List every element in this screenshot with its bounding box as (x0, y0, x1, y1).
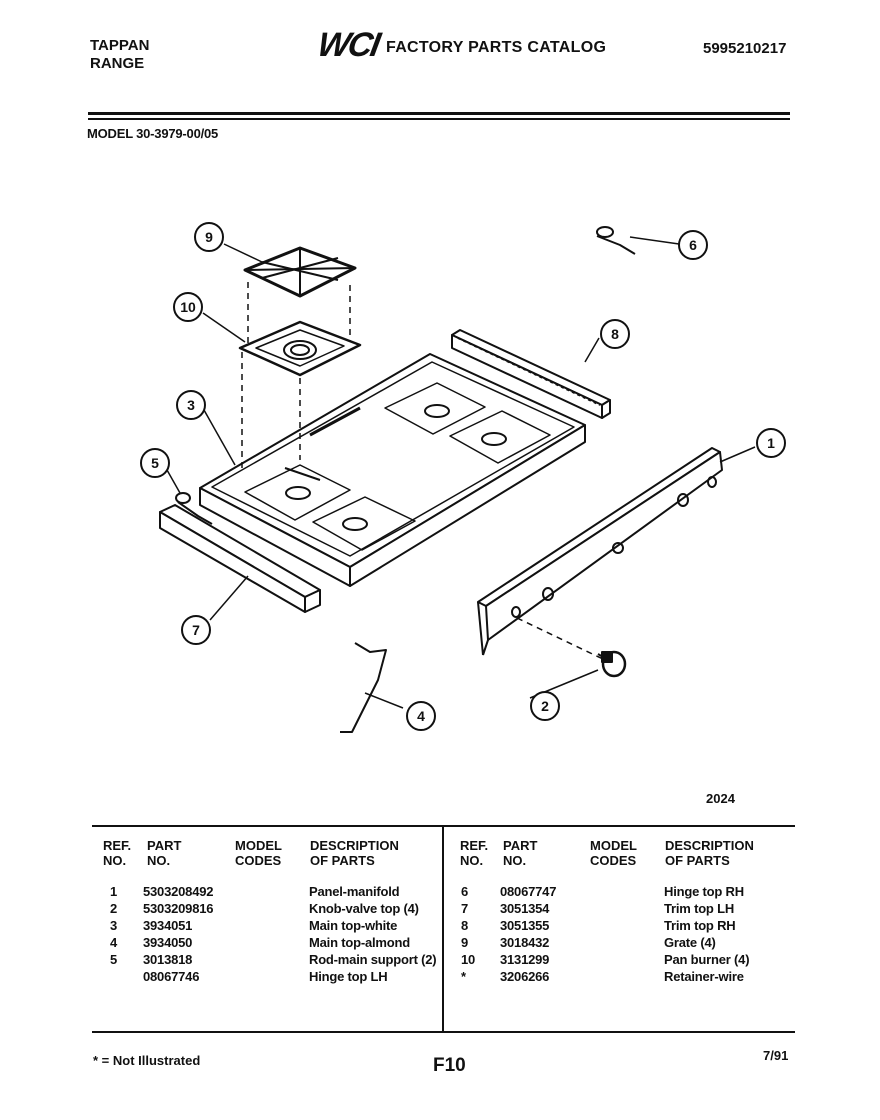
table-cell: 3206266 (500, 969, 550, 984)
callout-4 (406, 701, 436, 731)
table-cell: Panel-manifold (309, 884, 400, 899)
page-number: F10 (433, 1055, 466, 1076)
table-cell: 3934051 (143, 918, 193, 933)
figure-number: 2024 (706, 791, 735, 806)
table-cell: 5 (110, 952, 118, 967)
table-cell: Pan burner (4) (664, 952, 750, 967)
table-cell: Retainer-wire (664, 969, 744, 984)
hinge-rh-part (596, 226, 636, 255)
table-cell: 08067746 (143, 969, 200, 984)
left-ref-column: 1 2 3 4 5 (110, 883, 134, 968)
table-cell: Main top-almond (309, 935, 410, 950)
catalog-number: 5995210217 (703, 40, 787, 57)
table-cell: Rod-main support (2) (309, 952, 437, 967)
callout-label-5: 5 (151, 455, 159, 471)
header-ref-right: REF.NO. (460, 838, 489, 868)
callout-9 (194, 222, 224, 252)
product-label: RANGE (90, 55, 145, 72)
table-cell: 3131299 (500, 952, 550, 967)
table-cell: Trim top LH (664, 901, 735, 916)
table-divider (442, 827, 444, 1032)
callout-2 (530, 691, 560, 721)
callout-8 (600, 319, 630, 349)
table-cell: Knob-valve top (4) (309, 901, 419, 916)
table-cell: 3051355 (500, 918, 550, 933)
table-cell: Grate (4) (664, 935, 716, 950)
header-rule-bottom (88, 118, 790, 120)
table-cell: 3 (110, 918, 118, 933)
table-cell: 08067747 (500, 884, 557, 899)
trim-top-rh-part (451, 329, 611, 419)
right-part-column: 08067747 3051354 3051355 3018432 3131299… (500, 883, 556, 985)
header-rule-top (88, 112, 790, 115)
revision-date: 7/91 (763, 1048, 789, 1063)
hinge-lh-part (175, 492, 213, 525)
table-cell: 10 (461, 952, 476, 967)
table-cell: Trim top RH (664, 918, 736, 933)
table-cell: 9 (461, 935, 469, 950)
not-illustrated-note: * = Not Illustrated (93, 1053, 201, 1068)
grate-part (243, 246, 357, 298)
table-cell: 1 (110, 884, 118, 899)
table-cell: 7 (461, 901, 469, 916)
table-cell: 3934050 (143, 935, 193, 950)
table-cell: 2 (110, 901, 118, 916)
table-rule-top (92, 825, 795, 827)
callout-3 (176, 390, 206, 420)
table-cell: 3018432 (500, 935, 550, 950)
right-ref-column: 6 7 8 9 10 * (461, 883, 475, 985)
callout-label-7: 7 (192, 622, 200, 638)
table-cell: 5303208492 (143, 884, 214, 899)
rod-part (340, 642, 387, 733)
callout-label-6: 6 (689, 237, 697, 253)
header-ref-left: REF.NO. (103, 838, 132, 868)
callout-label-10: 10 (180, 299, 196, 315)
main-top-part (199, 353, 586, 587)
callout-1 (756, 428, 786, 458)
right-desc-column: Hinge top RH Trim top LH Trim top RH Gra… (664, 883, 750, 985)
callout-label-3: 3 (187, 397, 195, 413)
callout-10 (173, 292, 203, 322)
table-cell: 3013818 (143, 952, 193, 967)
table-cell: Hinge top RH (664, 884, 744, 899)
trim-top-lh-part (159, 504, 321, 613)
callout-label-4: 4 (417, 708, 425, 724)
callout-5 (140, 448, 170, 478)
knob-part (597, 650, 627, 678)
catalog-title: FACTORY PARTS CATALOG (386, 39, 607, 56)
table-cell: 8 (461, 918, 469, 933)
table-rule-bottom (92, 1031, 795, 1033)
callout-label-1: 1 (767, 435, 775, 451)
callout-label-9: 9 (205, 229, 213, 245)
brand-label: TAPPAN (90, 37, 150, 54)
table-cell: Main top-white (309, 918, 398, 933)
left-desc-column: Panel-manifold Knob-valve top (4) Main t… (309, 883, 437, 985)
panel-manifold-part (477, 447, 723, 656)
exploded-parts-diagram: 9 10 3 5 7 4 2 8 1 6 (140, 222, 786, 733)
callout-label-8: 8 (611, 326, 619, 342)
callout-label-2: 2 (541, 698, 549, 714)
left-part-column: 5303208492 5303209816 3934051 3934050 30… (143, 883, 214, 985)
table-cell: Hinge top LH (309, 969, 388, 984)
model-line: MODEL 30-3979-00/05 (87, 126, 219, 141)
table-cell: 5303209816 (143, 901, 214, 916)
table-cell: 3051354 (500, 901, 550, 916)
callout-6 (678, 230, 708, 260)
pan-burner-part (238, 320, 362, 377)
table-cell: 6 (461, 884, 469, 899)
callout-7 (181, 615, 211, 645)
table-cell: 4 (110, 935, 118, 950)
table-cell: * (461, 969, 466, 984)
